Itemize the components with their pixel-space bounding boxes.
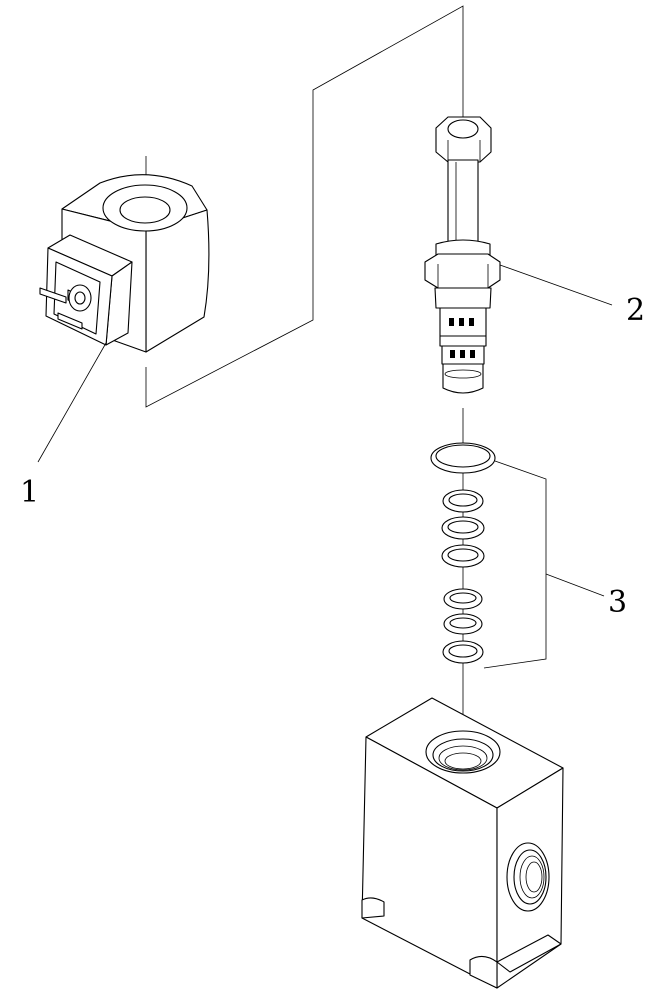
- seal-kit: [430, 442, 605, 669]
- solenoid-coil: [37, 174, 210, 463]
- callout-2-label: 2: [626, 293, 645, 328]
- manifold-block: [361, 697, 564, 989]
- assembly-lines: [145, 5, 464, 760]
- callout-3-label: 3: [608, 585, 627, 620]
- callout-1-label: 1: [20, 475, 39, 510]
- cartridge-valve: [424, 116, 613, 394]
